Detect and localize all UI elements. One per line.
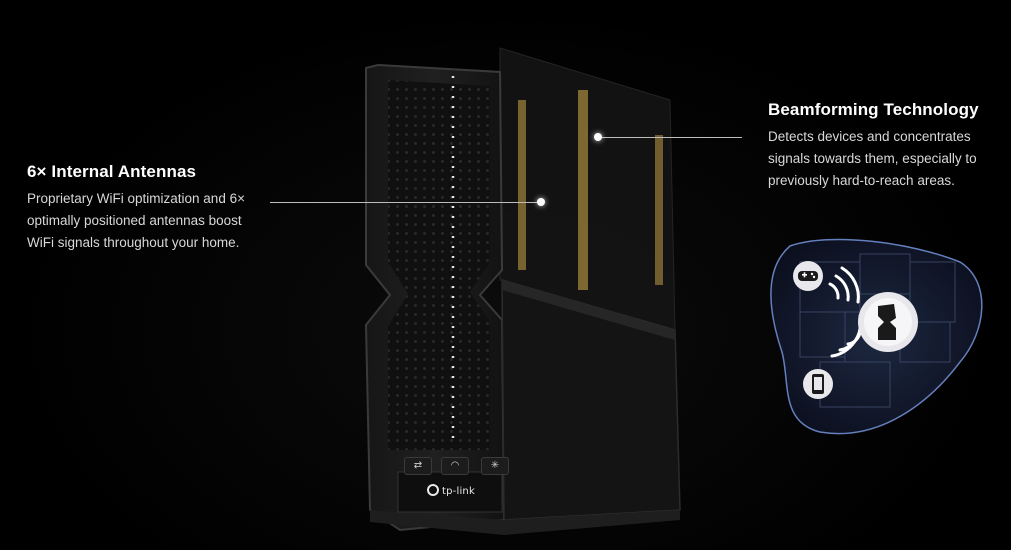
router-illustration — [364, 47, 681, 535]
beamforming-description: Detects devices and concentrates signals… — [768, 129, 977, 188]
beamforming-leader-line — [598, 137, 742, 138]
antenna — [578, 90, 588, 290]
router-icon — [878, 304, 896, 340]
tp-link-mark-icon — [427, 484, 439, 496]
wps-icon: ⇄ — [404, 457, 432, 475]
antennas-title: 6× Internal Antennas — [27, 162, 197, 181]
wifi-icon: ◠ — [441, 457, 469, 475]
antennas-callout: 6× Internal Antennas Proprietary WiFi op… — [27, 162, 267, 254]
beamforming-callout: Beamforming Technology Detects devices a… — [768, 100, 1000, 192]
beamforming-title: Beamforming Technology — [768, 100, 979, 119]
beamforming-floorplan — [770, 238, 983, 435]
gamepad-icon — [798, 271, 818, 281]
antennas-leader-dot — [537, 198, 545, 206]
antennas-description: Proprietary WiFi optimization and 6× opt… — [27, 191, 245, 250]
tp-link-logo: tp-link — [427, 484, 475, 497]
antenna — [655, 135, 663, 285]
antenna — [518, 100, 526, 270]
antennas-leader-line — [270, 202, 540, 203]
led-icon: ✳ — [481, 457, 509, 475]
beamforming-leader-dot — [594, 133, 602, 141]
phone-icon — [812, 374, 824, 394]
